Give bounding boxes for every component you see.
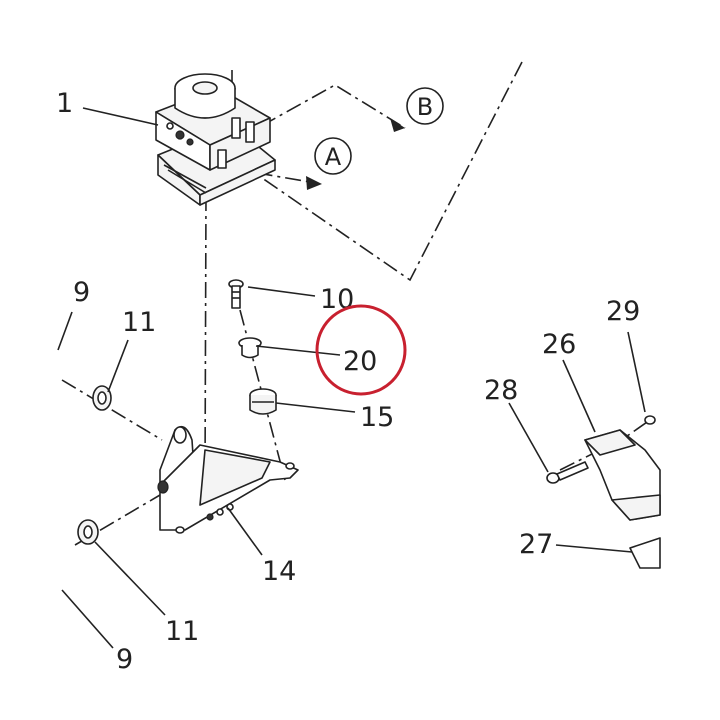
callout-20: 20 [343, 346, 377, 377]
screw-part-10 [228, 279, 244, 309]
grommet-part-11-upper [92, 385, 112, 411]
callout-15: 15 [360, 402, 394, 433]
reference-b: B [406, 87, 444, 125]
cover-part-26 [584, 429, 661, 521]
bracket-part-14 [157, 425, 299, 534]
reference-a: A [314, 137, 352, 175]
arrow-heads [306, 118, 405, 190]
callout-14: 14 [262, 556, 296, 587]
callout-9-upper: 9 [73, 277, 90, 308]
spacer-part-20 [238, 337, 262, 359]
callout-27: 27 [519, 529, 553, 560]
callout-29: 29 [606, 296, 640, 327]
screw-part-29 [644, 415, 656, 425]
callout-11-lower: 11 [165, 616, 199, 647]
callout-28: 28 [484, 375, 518, 406]
callout-labels: 1 9 11 10 20 15 14 11 9 29 26 28 27 [56, 88, 640, 675]
screw-part-28 [546, 461, 589, 484]
reference-b-label: B [417, 93, 433, 121]
hydraulic-unit-part-1 [155, 73, 276, 206]
callout-9-lower: 9 [116, 644, 133, 675]
callout-26: 26 [542, 329, 576, 360]
callout-1: 1 [56, 88, 73, 119]
grommet-part-15 [249, 388, 277, 415]
callout-10: 10 [320, 284, 354, 315]
callout-11-upper: 11 [122, 307, 156, 338]
leader-lines [57, 107, 646, 649]
grommet-part-11-lower [77, 519, 99, 545]
cover-part-27 [629, 537, 661, 569]
highlight-circle [315, 304, 407, 396]
reference-a-label: A [325, 143, 342, 171]
